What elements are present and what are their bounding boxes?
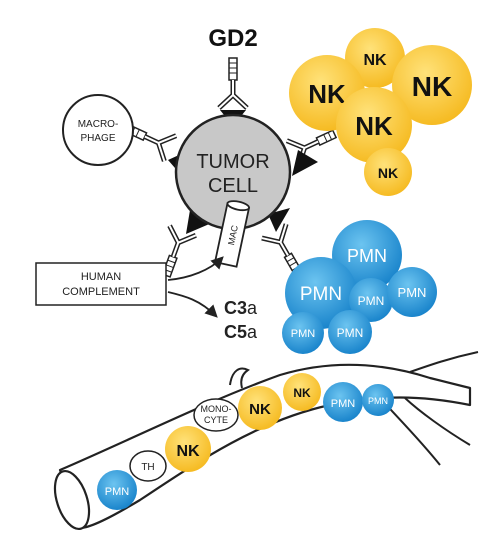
th-cell [129, 450, 167, 482]
nk-label: NK [363, 52, 387, 69]
pmn-cell [323, 382, 363, 422]
pmn-cell [97, 470, 137, 510]
nk-cell [165, 426, 211, 472]
pmn-cell [282, 312, 324, 354]
nk-cell [364, 148, 412, 196]
pmn-label: PMN [331, 398, 356, 410]
macrophage: MACRO- PHAGE [62, 94, 134, 166]
nk-label: NK [308, 79, 346, 109]
c3a-label: C3a [224, 298, 258, 318]
pmn-cell [285, 257, 357, 329]
human-complement-line2: COMPLEMENT [62, 286, 140, 298]
pmn-cell [362, 384, 394, 416]
human-complement-box: HUMAN COMPLEMENT [35, 262, 167, 306]
pmn-label: PMN [337, 326, 364, 340]
th-label: TH [141, 462, 154, 473]
nk-label: NK [249, 401, 271, 418]
nk-label: NK [293, 386, 311, 400]
antibody-left-lower [161, 224, 197, 278]
antibody-left-upper [125, 124, 178, 162]
pmn-label: PMN [358, 294, 385, 308]
tumor-label-line1: TUMOR [196, 151, 269, 173]
nk-label: NK [412, 71, 452, 102]
pmn-cell [387, 267, 437, 317]
human-complement-line1: HUMAN [81, 271, 121, 283]
nk-cell [238, 386, 282, 430]
nk-cell [392, 45, 472, 125]
tumor-label-line2: CELL [208, 175, 258, 197]
mac-label: MAC [226, 224, 240, 246]
mac-complex: MAC [213, 200, 251, 268]
antibody-right-upper [285, 129, 338, 167]
nk-label: NK [176, 443, 200, 460]
c5a-label: C5a [224, 322, 258, 342]
monocyte-label-line1: MONO- [201, 404, 232, 414]
monocyte-cell [193, 398, 239, 432]
pmn-cell [328, 310, 372, 354]
nk-cell [283, 373, 321, 411]
pmn-label: PMN [105, 486, 130, 498]
pmn-label: PMN [398, 285, 427, 300]
nk-label: NK [378, 165, 398, 181]
pmn-label: PMN [347, 246, 387, 266]
nk-label: NK [355, 111, 393, 141]
antibody-top [217, 57, 249, 110]
pmn-label: PMN [300, 284, 342, 305]
nk-cell [345, 28, 405, 88]
pmn-cell [349, 278, 393, 322]
pmn-cluster: PMN PMN PMN PMN PMN PMN [282, 220, 437, 354]
nk-cluster: NK NK NK NK NK [289, 28, 472, 196]
gd2-label: GD2 [208, 25, 257, 52]
nk-cell [336, 87, 412, 163]
vessel-cells: PMN TH NK MONO- CYTE NK NK PMN PMN [97, 373, 394, 510]
complement-arrows [167, 256, 224, 318]
macrophage-label-line2: PHAGE [80, 133, 115, 144]
pmn-label: PMN [291, 328, 316, 340]
macrophage-label-line1: MACRO- [78, 119, 119, 130]
pmn-label: PMN [368, 396, 388, 406]
monocyte-label-line2: CYTE [204, 415, 228, 425]
